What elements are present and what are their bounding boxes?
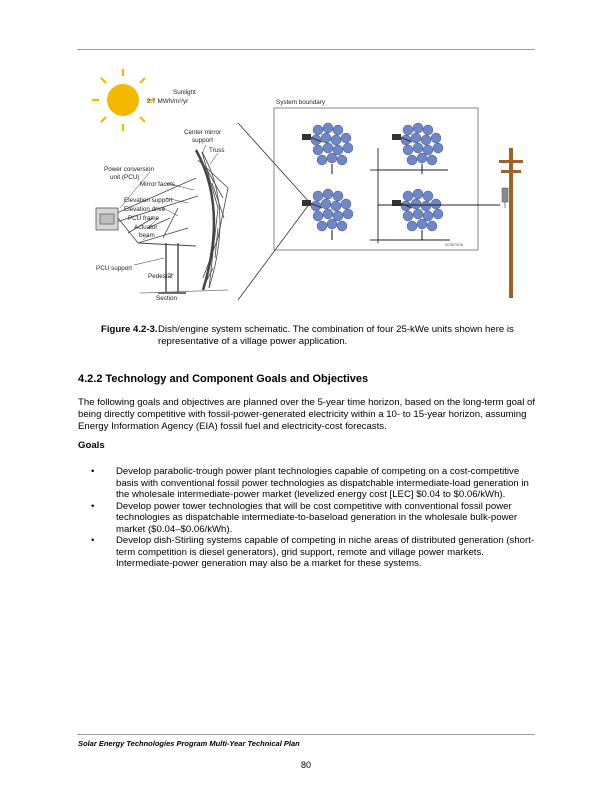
page-number: 80 [300,760,311,770]
label-actuator-1: Actuator [134,224,157,231]
dish-unit [301,188,354,241]
label-system-boundary: System boundary [276,99,326,106]
label-sunlight: Sunlight [173,89,196,96]
label-image-code: 00387506 [445,242,464,247]
label-actuator-2: beam [139,232,155,239]
footer-rule [77,734,535,735]
label-center-mirror-1: Center mirror [184,129,221,136]
dish-engine-schematic: Sunlight 2.7 MWh/m²/yr [92,69,523,302]
header-rule [77,49,535,50]
label-pcu-frame: PCU frame [128,215,160,222]
label-section: Section [156,295,178,302]
dish-engine-figure: Sunlight 2.7 MWh/m²/yr [78,68,536,318]
goal-item: • Develop dish-Stirling systems capable o… [78,535,538,570]
utility-pole-icon [499,148,523,298]
label-pcu-2: unit (PCU) [110,174,139,181]
figure-caption-text: Dish/engine system schematic. The combin… [158,324,514,347]
wiring [370,148,500,243]
label-mirror-facets: Mirror facets [140,181,175,188]
goals-title: Goals [78,440,105,451]
label-pcu-1: Power conversion [104,166,155,173]
goal-text: Develop power tower technologies that wi… [116,500,518,535]
footer-title: Solar Energy Technologies Program Multi-… [78,739,300,748]
dish-unit [301,122,354,175]
intro-paragraph: The following goals and objectives are p… [78,397,536,432]
label-center-mirror-2: support [192,137,213,144]
label-truss: Truss [209,147,225,154]
goals-list: • Develop parabolic-trough power plant te… [78,466,538,570]
bullet-icon: • [91,466,95,477]
system-boundary-box [273,107,479,251]
label-elevation-support: Elevation support [124,197,173,204]
goal-item: • Develop parabolic-trough power plant te… [78,466,538,501]
label-pedestal: Pedestal [148,273,173,280]
label-elevation-drive: Elevation drive [124,206,166,213]
bullet-icon: • [91,500,95,512]
goal-text: Develop parabolic-trough power plant tec… [116,466,529,500]
dish-section-drawing [95,149,229,294]
dish-unit [391,122,444,175]
goal-item: • Develop power tower technologies that w… [78,501,538,536]
goal-text: Develop dish-Stirling systems capable of… [116,535,535,569]
dish-unit [391,188,444,241]
label-pcu-support: PCU support [96,265,132,272]
bullet-icon: • [91,535,95,546]
figure-number: Figure 4.2-3. [101,324,158,335]
section-heading: 4.2.2 Technology and Component Goals and… [78,373,369,385]
sun-icon [92,69,154,131]
label-sunlight-value: 2.7 MWh/m²/yr [147,98,188,105]
